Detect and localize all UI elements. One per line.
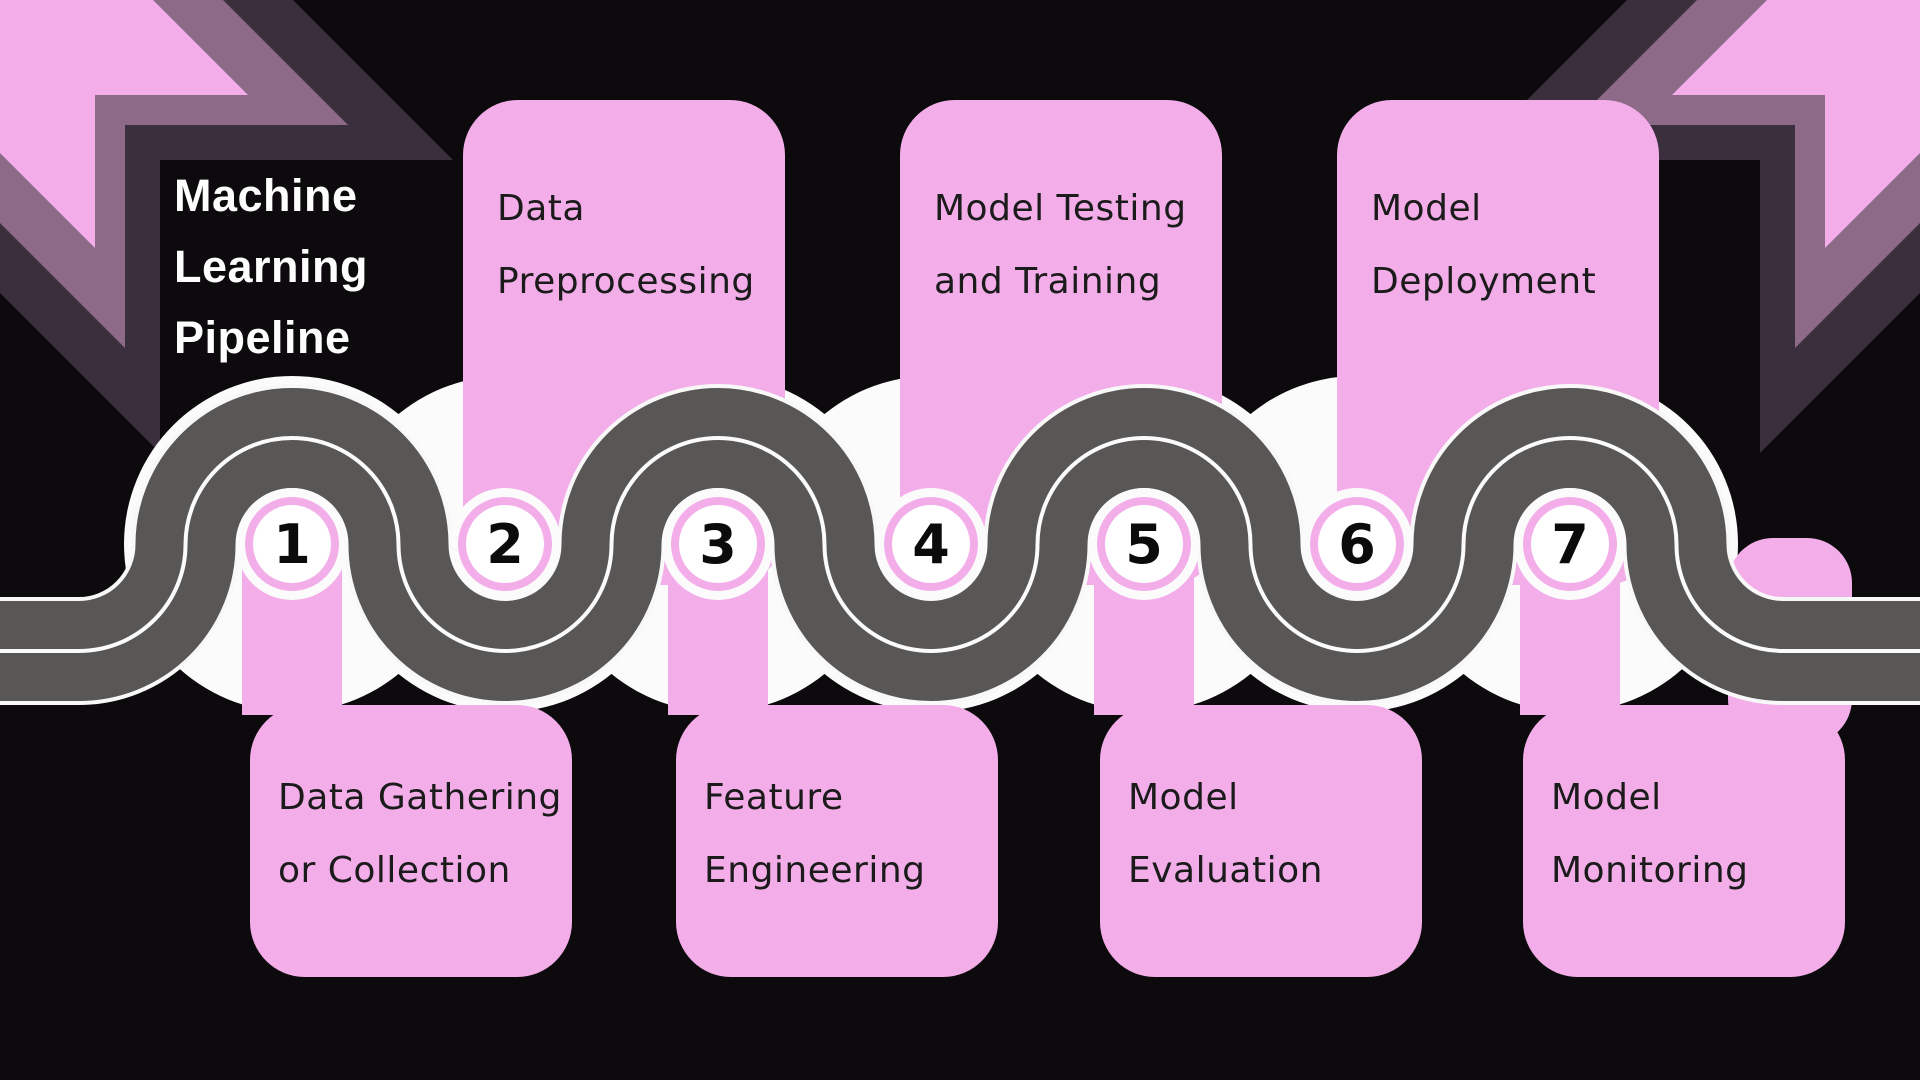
step-card-7: Model Monitoring xyxy=(1523,705,1845,977)
step-label-3: Feature Engineering xyxy=(704,777,926,891)
step-badge-4: 4 xyxy=(875,488,987,600)
badge-circle: 6 xyxy=(1318,505,1396,583)
step-number-2: 2 xyxy=(486,512,524,576)
step-number-3: 3 xyxy=(699,512,737,576)
badge-circle: 7 xyxy=(1531,505,1609,583)
step-label-1: Data Gathering or Collection xyxy=(278,777,562,891)
step-badge-3: 3 xyxy=(662,488,774,600)
step-badge-7: 7 xyxy=(1514,488,1626,600)
step-number-1: 1 xyxy=(273,512,311,576)
badge-circle: 1 xyxy=(253,505,331,583)
badge-circle: 3 xyxy=(679,505,757,583)
step-badge-5: 5 xyxy=(1088,488,1200,600)
arrow-layer-pink xyxy=(1672,0,1920,248)
step-badge-1: 1 xyxy=(236,488,348,600)
step-label-5: Model Evaluation xyxy=(1128,777,1323,891)
step-number-6: 6 xyxy=(1338,512,1376,576)
step-number-5: 5 xyxy=(1125,512,1163,576)
badge-circle: 5 xyxy=(1105,505,1183,583)
badge-circle: 4 xyxy=(892,505,970,583)
step-card-3: Feature Engineering xyxy=(676,705,998,977)
step-label-4: Model Testing and Training xyxy=(934,188,1187,302)
step-label-2: Data Preprocessing xyxy=(497,188,755,302)
page-title: Machine Learning Pipeline xyxy=(174,170,369,363)
badge-circle: 2 xyxy=(466,505,544,583)
step-card-5: Model Evaluation xyxy=(1100,705,1422,977)
step-badge-6: 6 xyxy=(1301,488,1413,600)
step-label-6: Model Deployment xyxy=(1371,188,1597,302)
step-card-1: Data Gathering or Collection xyxy=(250,705,572,977)
step-number-4: 4 xyxy=(912,512,950,576)
road-end-pink-block xyxy=(1728,538,1852,744)
step-badge-2: 2 xyxy=(449,488,561,600)
step-number-7: 7 xyxy=(1551,512,1589,576)
step-label-7: Model Monitoring xyxy=(1551,777,1749,891)
